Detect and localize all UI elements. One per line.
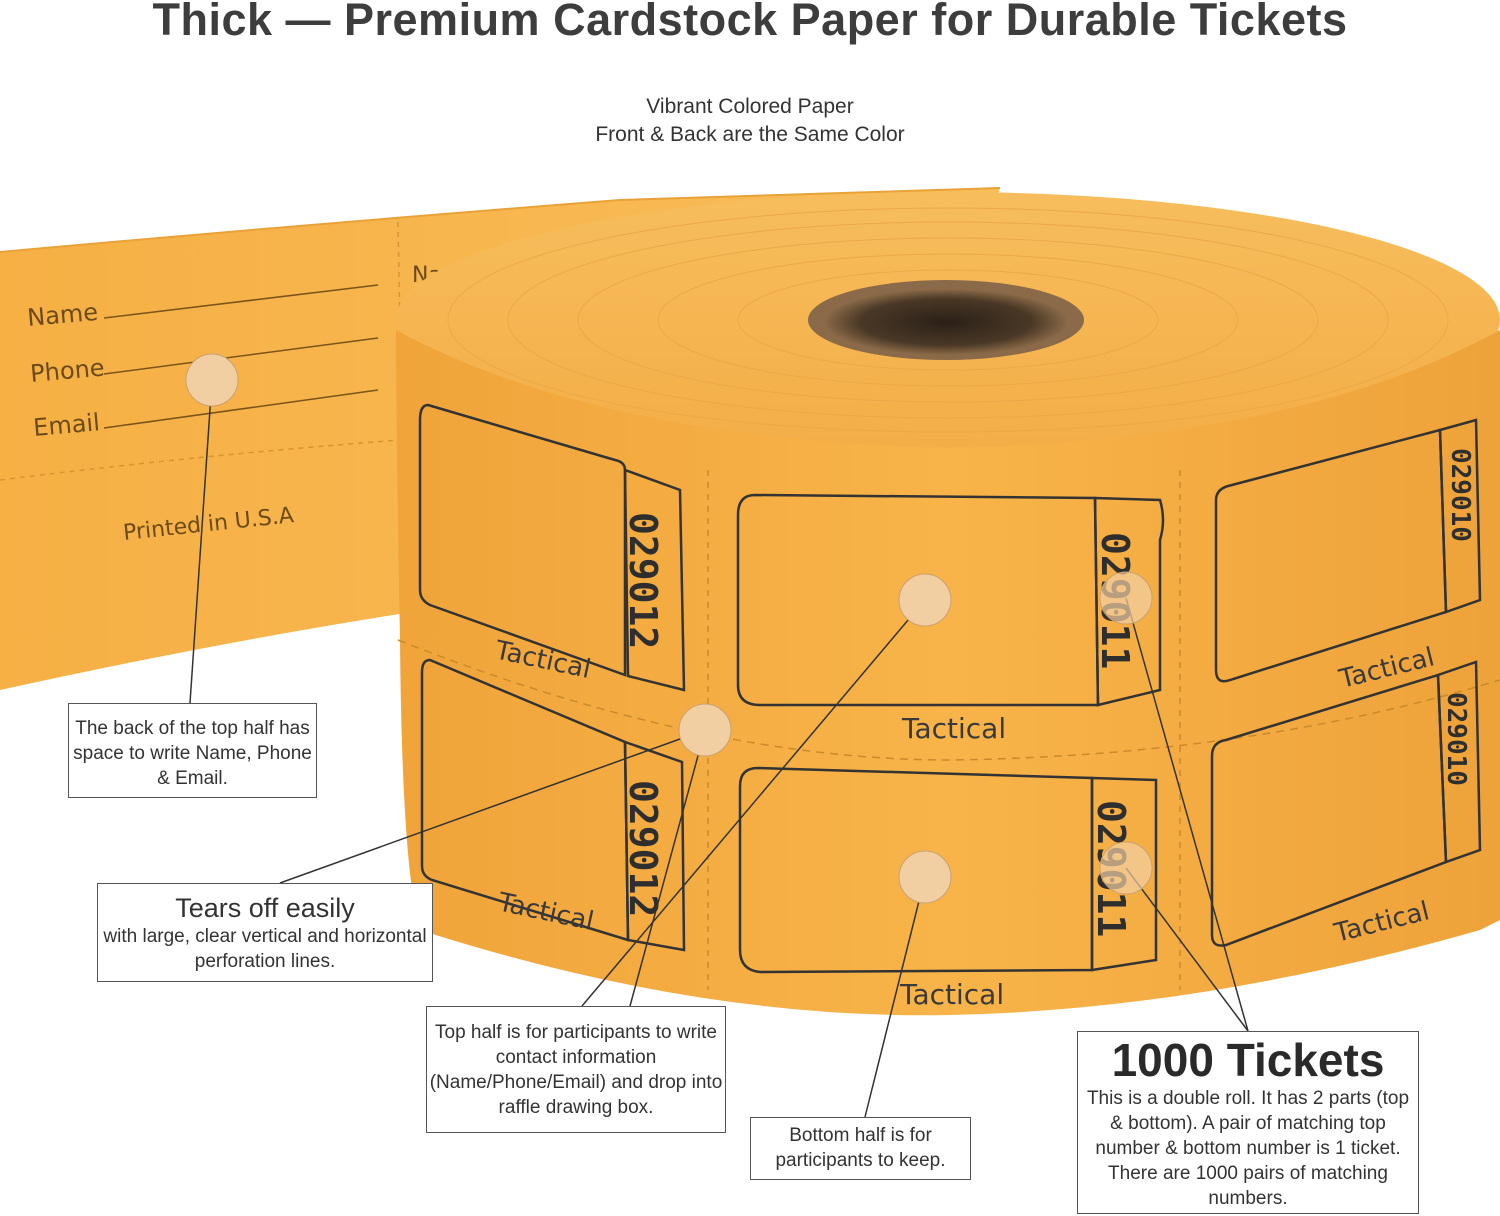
ticket-outline-top-left xyxy=(418,403,627,677)
marker-back-top xyxy=(185,353,239,407)
email-field-label: Email xyxy=(32,408,101,442)
subtitle-line-1: Vibrant Colored Paper xyxy=(646,95,854,118)
ticket-stub-top-left xyxy=(623,468,686,692)
callout-ticket-count-text: This is a double roll. It has 2 parts (t… xyxy=(1086,1088,1410,1209)
ticket-stub-top-right xyxy=(1438,418,1482,614)
page-title: Thick — Premium Cardstock Paper for Dura… xyxy=(152,0,1348,45)
marker-top-half xyxy=(898,573,952,627)
email-field-line xyxy=(103,389,379,429)
ticket-outline-bottom-center xyxy=(738,766,1094,974)
marker-perforation xyxy=(678,703,732,757)
callout-top-half: Top half is for participants to write co… xyxy=(426,1006,726,1133)
callout-top-half-text: Top half is for participants to write co… xyxy=(429,1022,723,1118)
callout-back-top-half-text: The back of the top half has space to wr… xyxy=(73,718,312,789)
callout-bottom-half-text: Bottom half is for participants to keep. xyxy=(775,1125,946,1171)
phone-field-line xyxy=(103,337,379,375)
phone-field-label: Phone xyxy=(29,354,106,388)
ticket-outline-bottom-right xyxy=(1210,673,1448,947)
ticket-stub-top-center xyxy=(1093,496,1165,707)
subtitle: Vibrant Colored Paper Front & Back are t… xyxy=(450,93,1050,149)
marker-bottom-half xyxy=(898,850,952,904)
callout-ticket-count-title: 1000 Tickets xyxy=(1111,1034,1385,1086)
ticket-number-top-left: 029012 xyxy=(621,512,665,649)
subtitle-line-2: Front & Back are the Same Color xyxy=(595,123,905,146)
name-field-label: Name xyxy=(26,298,99,332)
ticket-stub-bottom-center xyxy=(1090,776,1158,972)
callout-back-top-half: The back of the top half has space to wr… xyxy=(68,703,317,798)
callout-tears-off-title: Tears off easily xyxy=(175,893,355,923)
ticket-number-bottom-left: 029012 xyxy=(621,780,665,917)
callout-tears-off-text: with large, clear vertical and horizonta… xyxy=(103,926,427,972)
ticket-stub-bottom-left xyxy=(623,740,686,952)
strip-perforation-vertical xyxy=(397,221,406,601)
marker-top-number xyxy=(1099,571,1153,625)
ticket-stub-bottom-right xyxy=(1436,660,1482,864)
marker-bottom-number xyxy=(1099,841,1153,895)
roll-front-face xyxy=(396,330,1500,1016)
ticket-outline-bottom-left xyxy=(420,658,630,942)
ticket-outline-top-right xyxy=(1214,428,1448,683)
ticket-number-bottom-right: 029010 xyxy=(1441,692,1471,786)
ticket-outline-top-center xyxy=(736,493,1100,707)
callout-connectors xyxy=(189,379,1249,1118)
strip-top-edge xyxy=(0,187,1001,253)
brand-label-bottom-center: Tactical xyxy=(899,978,1004,1011)
callout-bottom-half: Bottom half is for participants to keep. xyxy=(750,1117,971,1180)
strip-perforation-horizontal xyxy=(0,439,401,481)
ticket-number-top-right: 029010 xyxy=(1445,448,1475,542)
callout-ticket-count: 1000 Tickets This is a double roll. It h… xyxy=(1077,1031,1419,1214)
roll-perforation-horizontal xyxy=(397,639,1500,761)
brand-label-top-center: Tactical xyxy=(901,712,1006,745)
callout-tears-off: Tears off easily with large, clear verti… xyxy=(97,883,433,982)
name-field-line xyxy=(103,284,379,319)
